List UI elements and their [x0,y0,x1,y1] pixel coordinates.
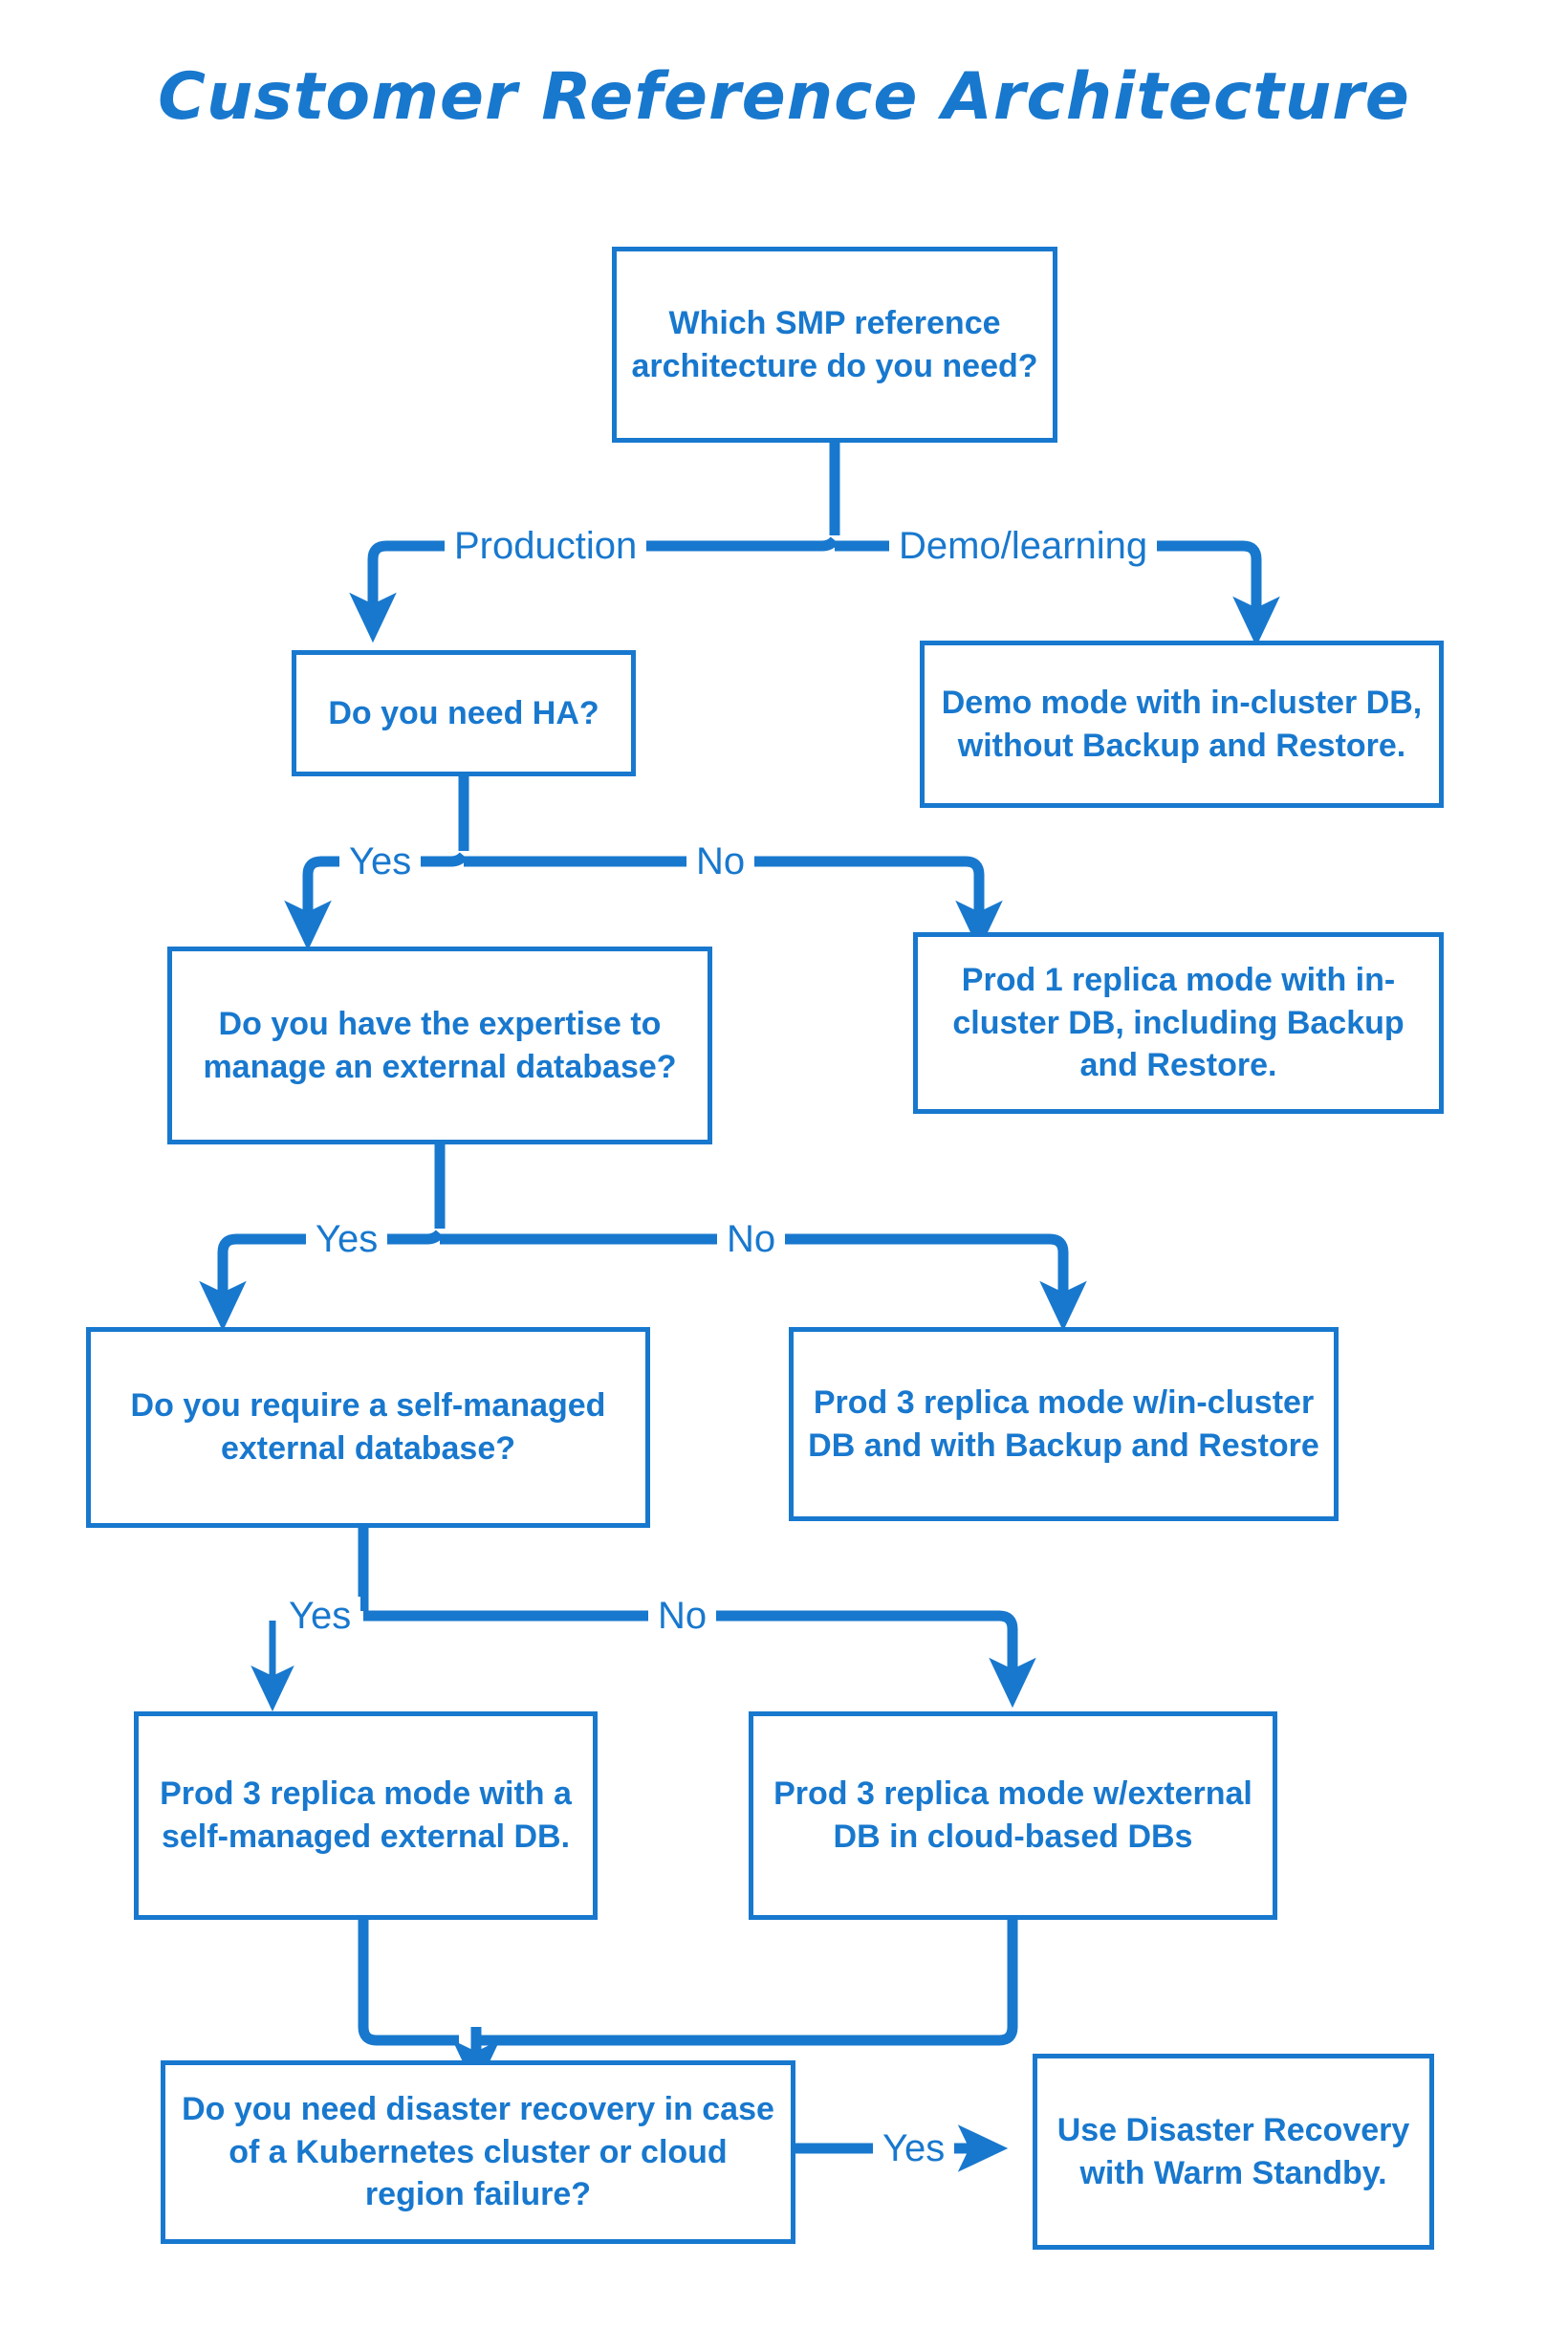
node-label: Use Disaster Recovery with Warm Standby. [1056,2111,1410,2191]
node-label: Prod 3 replica mode w/in-cluster DB and … [808,1383,1319,1464]
edge-label-dr-yes: Yes [873,2129,955,2167]
edge-selfmanaged-to-no [363,1610,1018,1656]
edge-root-to-production [367,536,839,597]
node-prod3-incluster-result[interactable]: Prod 3 replica mode w/in-cluster DB and … [789,1327,1339,1521]
edge-ha-to-no [464,856,985,899]
node-label: Do you need disaster recovery in case of… [182,2090,774,2213]
edge-label-selfmanaged-no: No [648,1597,717,1635]
node-label: Prod 1 replica mode with in-cluster DB, … [952,961,1405,1084]
edge-ha-to-yes [302,852,468,899]
node-do-you-need-disaster-recovery[interactable]: Do you need disaster recovery in case of… [161,2060,795,2244]
node-prod1-replica-result[interactable]: Prod 1 replica mode with in-cluster DB, … [913,932,1444,1114]
edge-root-to-demo [835,540,1262,602]
edge-label-demo-learning: Demo/learning [889,527,1158,565]
node-label: Prod 3 replica mode w/external DB in clo… [773,1775,1252,1855]
node-label: Do you have the expertise to manage an e… [203,1005,677,1085]
node-prod3-cloud-db-result[interactable]: Prod 3 replica mode w/external DB in clo… [749,1711,1277,1920]
node-label: Which SMP reference architecture do you … [631,304,1038,384]
edge-label-expertise-no: No [717,1220,786,1258]
node-label: Do you require a self-managed external d… [130,1387,606,1467]
edge-label-production: Production [445,527,647,565]
page-title: Customer Reference Architecture [158,59,1410,135]
node-prod3-self-managed-result[interactable]: Prod 3 replica mode with a self-managed … [134,1711,598,1920]
edge-label-expertise-yes: Yes [306,1220,388,1258]
node-do-you-have-expertise[interactable]: Do you have the expertise to manage an e… [167,947,712,1144]
edge-label-ha-no: No [686,842,755,881]
edge-label-ha-yes: Yes [339,842,422,881]
edge-expertise-to-yes [217,1230,445,1279]
node-do-you-need-ha[interactable]: Do you need HA? [292,650,636,776]
node-do-you-require-self-managed-db[interactable]: Do you require a self-managed external d… [86,1327,650,1528]
node-label: Do you need HA? [328,694,599,731]
node-which-smp-reference-architecture[interactable]: Which SMP reference architecture do you … [612,247,1057,443]
node-demo-mode-result[interactable]: Demo mode with in-cluster DB, without Ba… [920,641,1444,808]
edge-prod3self-merge [358,1920,459,2046]
node-use-disaster-recovery-result[interactable]: Use Disaster Recovery with Warm Standby. [1033,2054,1434,2250]
edge-prod3cloud-merge [478,1920,1018,2046]
node-label: Demo mode with in-cluster DB, without Ba… [941,684,1423,764]
edge-label-selfmanaged-yes: Yes [279,1597,361,1635]
node-label: Prod 3 replica mode with a self-managed … [160,1775,572,1855]
edge-expertise-to-no [440,1233,1069,1279]
